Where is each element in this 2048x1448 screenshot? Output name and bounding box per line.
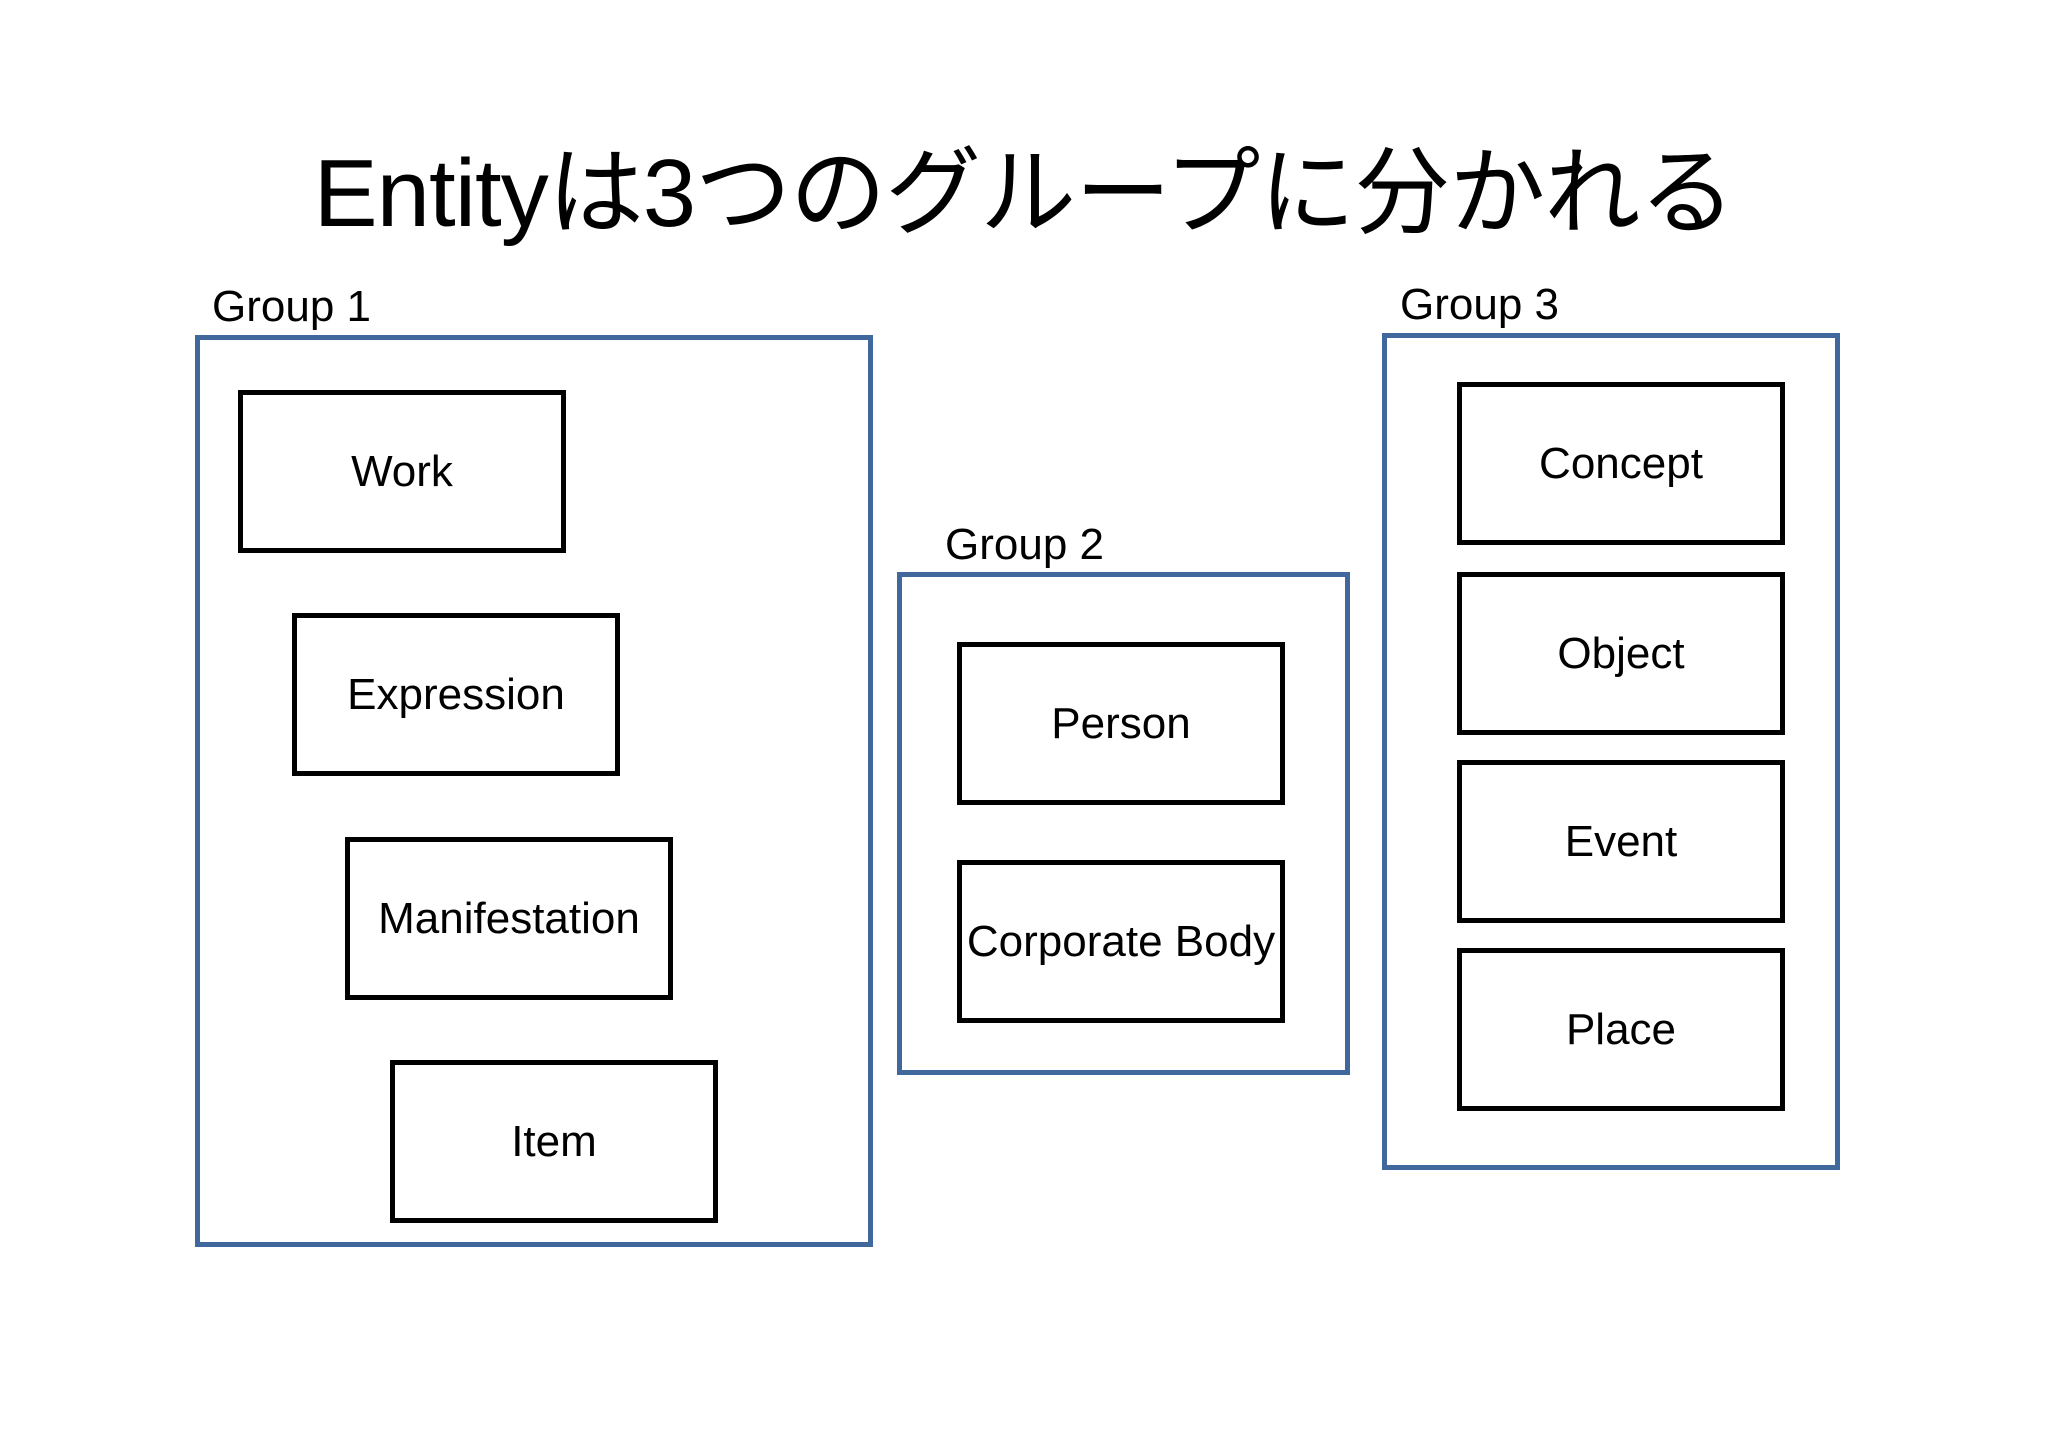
entity-box-manifestation[interactable]: Manifestation [345, 837, 673, 1000]
entity-box-corporate-body[interactable]: Corporate Body [957, 860, 1285, 1023]
entity-box-work[interactable]: Work [238, 390, 566, 553]
page-title: Entityは3つのグループに分かれる [313, 140, 1736, 247]
group-3-caption: Group 3 [1400, 280, 1559, 329]
entity-box-event[interactable]: Event [1457, 760, 1785, 923]
group-2-caption: Group 2 [945, 520, 1104, 569]
entity-label-person: Person [1051, 698, 1191, 748]
entity-label-manifestation: Manifestation [378, 893, 640, 943]
entity-box-object[interactable]: Object [1457, 572, 1785, 735]
entity-label-object: Object [1557, 628, 1685, 678]
entity-box-expression[interactable]: Expression [292, 613, 620, 776]
entity-label-event: Event [1564, 816, 1678, 866]
entity-label-expression: Expression [347, 669, 565, 719]
entity-label-corporate-body: Corporate Body [966, 916, 1276, 966]
entity-box-item[interactable]: Item [390, 1060, 718, 1223]
entity-label-work: Work [351, 446, 453, 496]
entity-box-place[interactable]: Place [1457, 948, 1785, 1111]
group-1-caption: Group 1 [212, 282, 371, 331]
entity-label-concept: Concept [1539, 438, 1703, 488]
entity-box-concept[interactable]: Concept [1457, 382, 1785, 545]
entity-label-item: Item [511, 1116, 597, 1166]
entity-label-place: Place [1565, 1004, 1677, 1054]
entity-box-person[interactable]: Person [957, 642, 1285, 805]
